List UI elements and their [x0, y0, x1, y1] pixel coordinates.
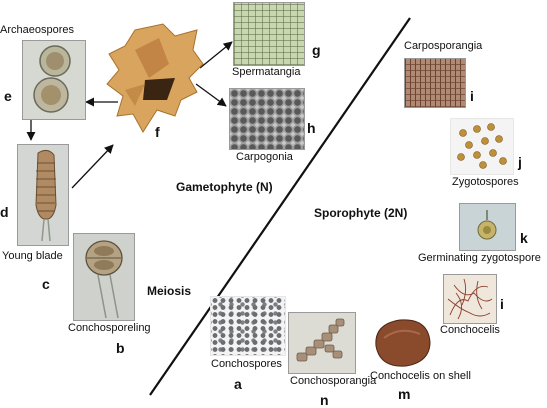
letter-d: d: [0, 204, 9, 220]
label-germinating-zygotospore: Germinating zygotospore: [418, 252, 541, 264]
letter-g: g: [312, 42, 321, 58]
label-carposporangia: Carposporangia: [404, 40, 483, 52]
label-carpogonia: Carpogonia: [236, 151, 293, 163]
letter-f: f: [155, 124, 160, 140]
letter-i-conchocelis: i: [500, 296, 504, 312]
arrow-d-to-f: [71, 144, 114, 189]
letter-h: h: [307, 120, 316, 136]
letter-m: m: [398, 386, 411, 402]
label-spermatangia: Spermatangia: [232, 66, 301, 78]
label-gametophyte-phase: Gametophyte (N): [176, 180, 273, 194]
carpogonia-image: [229, 88, 305, 150]
label-meiosis: Meiosis: [147, 284, 192, 298]
letter-n: n: [320, 392, 329, 408]
letter-e: e: [4, 88, 12, 104]
label-sporophyte-phase: Sporophyte (2N): [314, 206, 408, 220]
archaeospores-image: [22, 40, 86, 120]
zygotospores-image: [450, 118, 514, 175]
label-young-blade: Young blade: [2, 250, 63, 262]
conchospores-image: [210, 296, 286, 356]
conchosporangia-image: [288, 312, 356, 374]
germinating-zygotospore-image: [459, 203, 516, 251]
letter-b: b: [116, 340, 125, 356]
label-conchosporangia: Conchosporangia: [290, 375, 377, 387]
letter-k: k: [520, 230, 528, 246]
label-zygotospores: Zygotospores: [452, 176, 519, 188]
letter-j: j: [518, 154, 522, 170]
label-conchocelis: Conchocelis: [440, 324, 500, 336]
gametophyte-thallus-image: [105, 20, 205, 140]
conchocelis-image: [443, 274, 497, 324]
carposporangia-image: [404, 58, 466, 108]
label-archaeospores: Archaeospores: [0, 24, 74, 36]
letter-a: a: [234, 376, 242, 392]
label-conchospores: Conchospores: [211, 358, 282, 370]
letter-c: c: [42, 276, 50, 292]
arrow-f-to-g: [199, 41, 233, 69]
conchocelis-on-shell-image: [370, 316, 434, 370]
letter-i-carposporangia: i: [470, 88, 474, 104]
label-conchosporeling: Conchosporeling: [68, 322, 151, 334]
phase-divider-line: [149, 17, 411, 396]
label-conchocelis-on-shell: Conchocelis on shell: [370, 370, 471, 382]
conchosporeling-image: [73, 233, 135, 321]
arrow-f-to-h: [195, 83, 227, 107]
spermatangia-image: [233, 2, 305, 66]
young-blade-image: [17, 144, 69, 246]
